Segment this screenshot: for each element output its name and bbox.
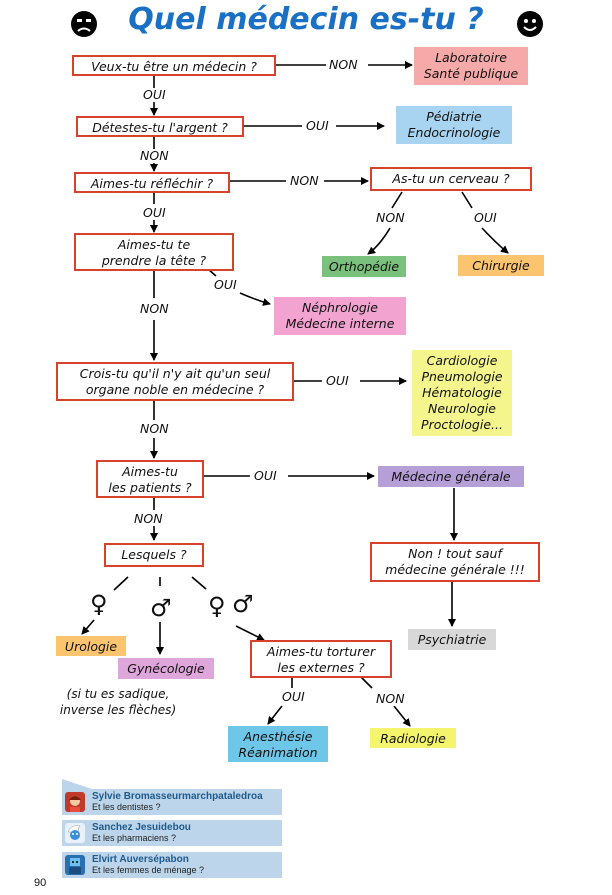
female-symbol-icon: ♀ xyxy=(90,590,108,618)
result-urologie: Urologie xyxy=(56,636,126,656)
result-radiologie: Radiologie xyxy=(370,728,456,748)
comment-item: Sanchez Jesuidebou Et les pharmaciens ? xyxy=(62,820,282,846)
edge-label-oui: OUI xyxy=(324,373,351,388)
edge-label-non: NON xyxy=(138,421,171,436)
happy-face-icon xyxy=(517,11,543,37)
question-detestes-argent: Détestes-tu l'argent ? xyxy=(76,116,244,137)
question-aimes-reflechir: Aimes-tu réfléchir ? xyxy=(74,172,230,193)
edge-label-oui: OUI xyxy=(252,468,279,483)
robot-avatar-icon xyxy=(65,855,85,875)
edge-label-non: NON xyxy=(132,511,165,526)
page-number: 90 xyxy=(34,877,47,889)
comment-author: Sylvie Bromasseurmarchpataledroa xyxy=(92,791,263,802)
edge-label-non: NON xyxy=(327,57,360,72)
edge-label-non: NON xyxy=(288,173,321,188)
result-gynecologie: Gynécologie xyxy=(118,658,214,679)
result-pediatrie: Pédiatrie Endocrinologie xyxy=(396,106,512,144)
comment-text: Et les femmes de ménage ? xyxy=(92,865,205,875)
question-prendre-la-tete: Aimes-tu te prendre la tête ? xyxy=(74,233,234,271)
question-aimes-patients: Aimes-tu les patients ? xyxy=(96,460,204,498)
grumpy-face-icon xyxy=(71,11,97,37)
edge-label-oui: OUI xyxy=(280,689,307,704)
question-torturer-externes: Aimes-tu torturer les externes ? xyxy=(250,640,392,678)
edge-label-oui: OUI xyxy=(141,87,168,102)
female-symbol-icon: ♀ xyxy=(208,592,226,620)
sadique-note: (si tu es sadique, inverse les flèches) xyxy=(59,687,177,717)
question-lesquels: Lesquels ? xyxy=(104,543,204,567)
result-cardiologie: Cardiologie Pneumologie Hématologie Neur… xyxy=(412,350,512,436)
comment-author: Elvirt Auversépabon xyxy=(92,854,189,865)
comment-bubble-tail xyxy=(62,779,92,789)
edge-label-oui: OUI xyxy=(212,277,239,292)
edge-label-oui: OUI xyxy=(141,205,168,220)
page-title: Quel médecin es-tu ? xyxy=(128,2,484,37)
smurf-avatar-icon xyxy=(65,823,85,843)
male-symbol-icon: ♂ xyxy=(150,594,172,622)
comment-text: Et les dentistes ? xyxy=(92,802,161,812)
result-nephrologie: Néphrologie Médecine interne xyxy=(274,297,406,335)
question-veux-tu-etre-medecin: Veux-tu être un médecin ? xyxy=(72,55,276,76)
comment-item: Sylvie Bromasseurmarchpataledroa Et les … xyxy=(62,789,282,815)
person-avatar-icon xyxy=(65,792,85,812)
question-organe-noble: Crois-tu qu'il n'y ait qu'un seul organe… xyxy=(56,362,294,401)
result-laboratoire: Laboratoire Santé publique xyxy=(414,47,528,85)
comment-text: Et les pharmaciens ? xyxy=(92,833,177,843)
male-symbol-icon: ♂ xyxy=(232,590,254,618)
result-psychiatrie: Psychiatrie xyxy=(408,629,496,650)
edge-label-oui: OUI xyxy=(472,210,499,225)
result-medecine-generale: Médecine générale xyxy=(378,466,524,487)
edge-label-non: NON xyxy=(138,148,171,163)
edge-label-non: NON xyxy=(138,301,171,316)
result-anesthesie: Anesthésie Réanimation xyxy=(228,726,328,762)
edge-label-oui: OUI xyxy=(304,118,331,133)
comment-item: Elvirt Auversépabon Et les femmes de mén… xyxy=(62,852,282,878)
edge-label-non: NON xyxy=(374,210,407,225)
result-orthopedie: Orthopédie xyxy=(322,256,406,277)
question-tout-sauf-medgen: Non ! tout sauf médecine générale !!! xyxy=(370,542,540,582)
question-as-tu-cerveau: As-tu un cerveau ? xyxy=(370,167,532,191)
comment-author: Sanchez Jesuidebou xyxy=(92,822,191,833)
edge-label-non: NON xyxy=(374,691,407,706)
result-chirurgie: Chirurgie xyxy=(458,255,544,276)
